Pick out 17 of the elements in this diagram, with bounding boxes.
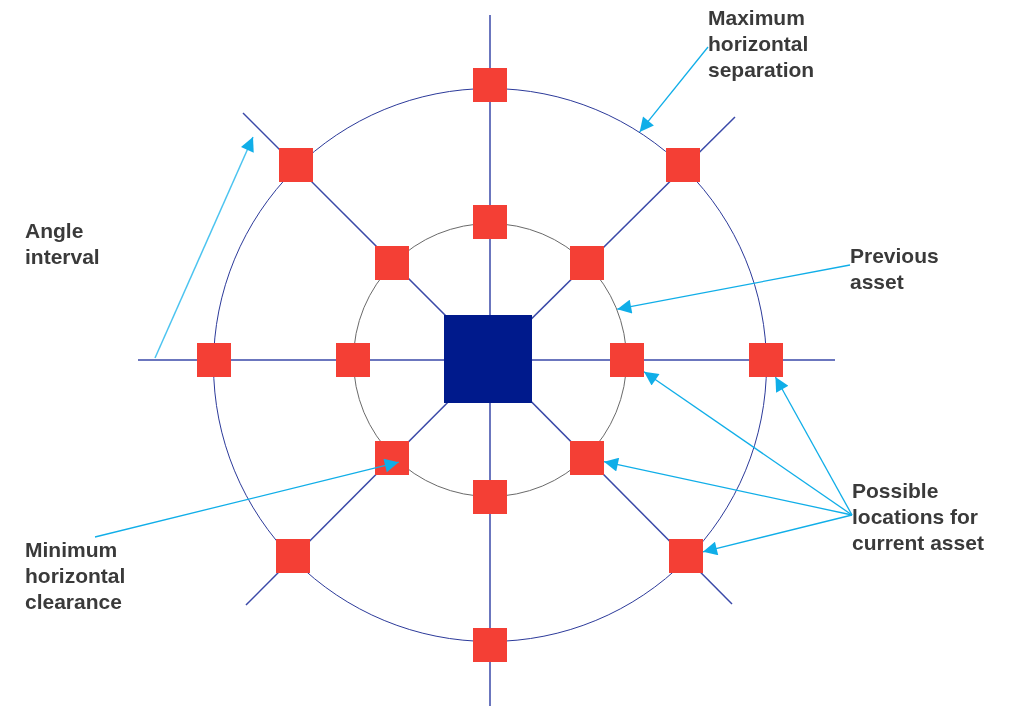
- angle-label: Angle interval: [25, 218, 101, 270]
- callout-text: Maximum horizontal separation: [708, 5, 838, 83]
- previous-asset-square: [444, 315, 532, 403]
- location-square: [197, 343, 231, 377]
- leader-line: [774, 376, 853, 516]
- leader-line: [643, 371, 853, 516]
- leader-line: [603, 457, 853, 516]
- callout-text: Minimum horizontal clearance: [25, 537, 155, 615]
- callout-text: Possible locations for current asset: [852, 478, 1017, 556]
- location-square: [749, 343, 783, 377]
- location-square: [473, 68, 507, 102]
- leader-line: [702, 514, 853, 556]
- location-square: [473, 628, 507, 662]
- leader-line: [94, 458, 400, 538]
- leader-line: [639, 46, 709, 133]
- callout-text: Previous asset: [850, 243, 960, 295]
- leader-line: [616, 264, 851, 314]
